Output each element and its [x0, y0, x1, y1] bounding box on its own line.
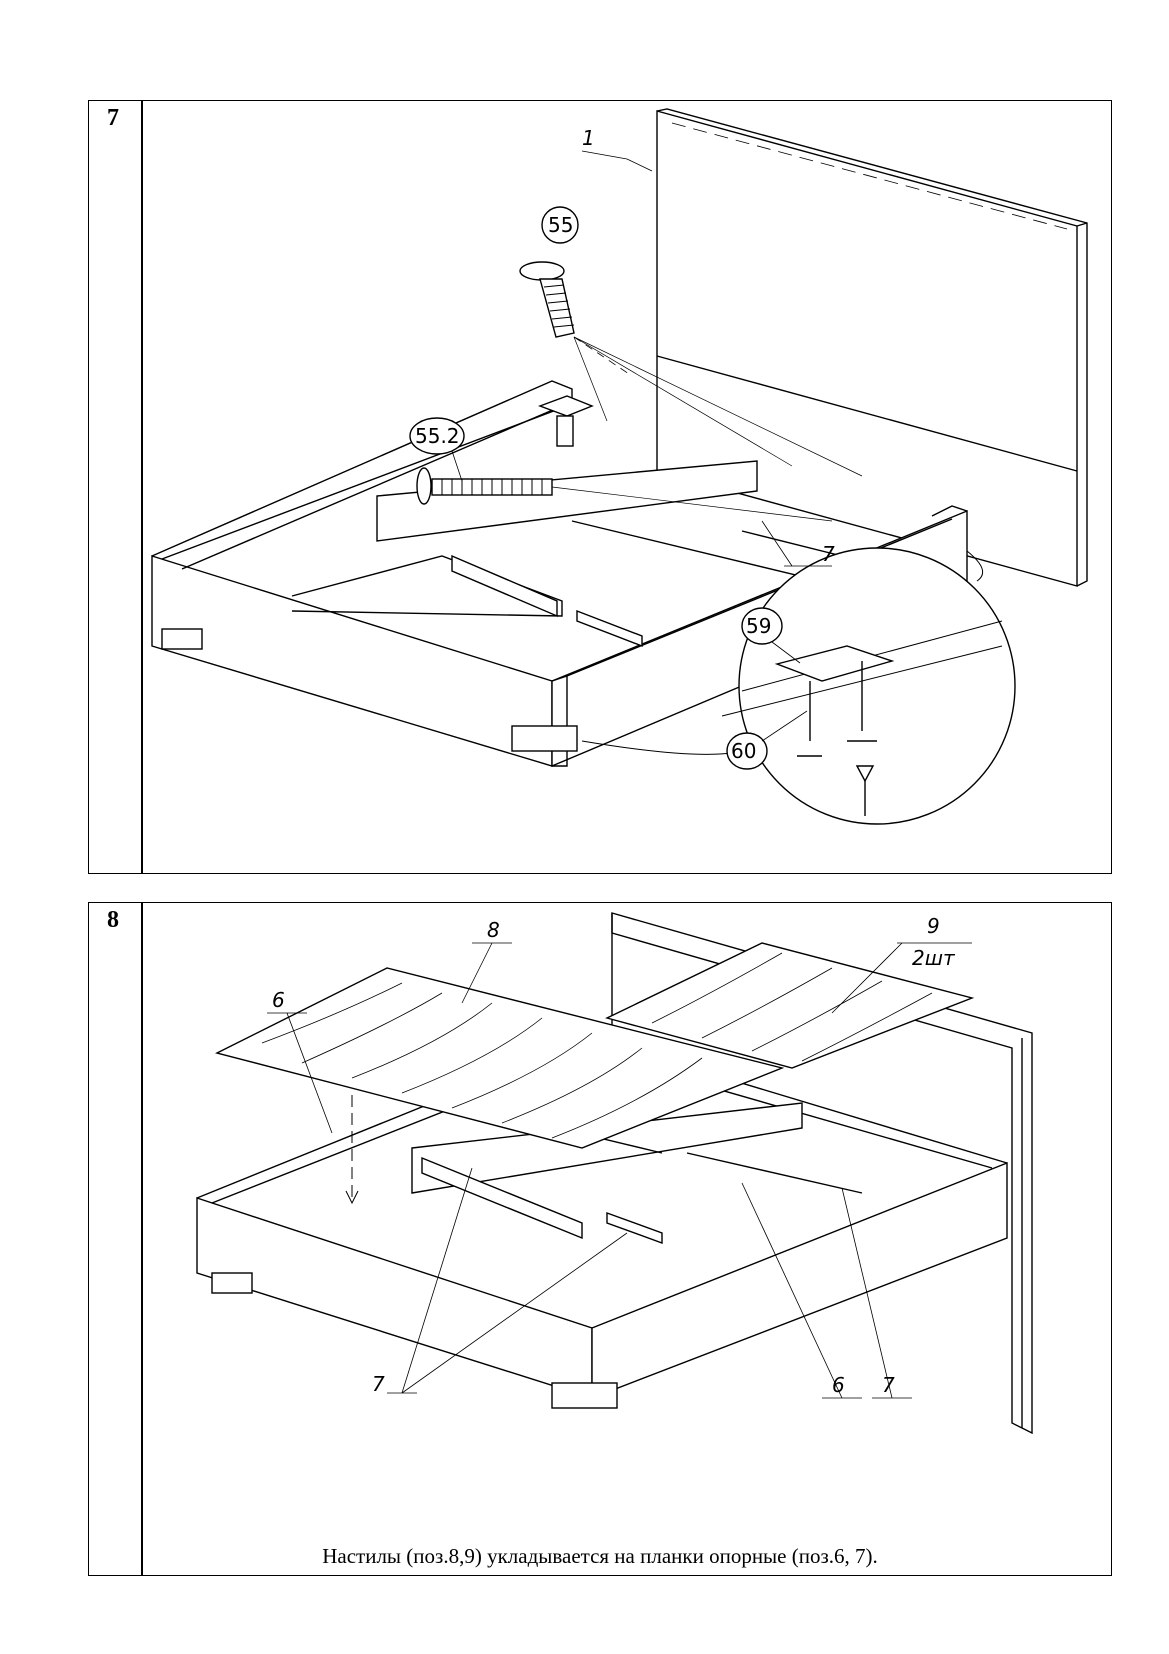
leader-lines	[267, 942, 972, 1399]
step-number: 8	[107, 907, 119, 933]
label-deck-9: 9	[927, 914, 940, 938]
detail-callout-drawing	[581, 547, 1016, 825]
deck-panel-9-drawing	[605, 942, 975, 1069]
label-screw-60: 60	[731, 739, 756, 763]
step-8-drawing: 8 9 2шт 6 7 6 7	[196, 912, 1033, 1435]
label-support-rail-7: 7	[822, 542, 835, 566]
label-headboard: 1	[582, 126, 595, 150]
step-number: 7	[107, 105, 119, 131]
label-deck-8: 8	[487, 918, 500, 942]
step-7-panel: 7	[88, 100, 1112, 874]
step-number-cell: 7	[89, 101, 143, 873]
label-rail-6-center: 6	[832, 1373, 845, 1397]
step-8-caption: Настилы (поз.8,9) укладывается на планки…	[322, 1544, 878, 1568]
label-rail-6-left: 6	[272, 988, 285, 1012]
corner-connector-drawing	[537, 395, 594, 447]
deck-panel-8-drawing	[215, 967, 785, 1149]
label-bolt-55-2: 55.2	[415, 424, 460, 448]
label-bracket-59: 59	[746, 614, 771, 638]
bolt-55-2-drawing	[416, 467, 833, 522]
label-circles	[409, 150, 832, 770]
step-7-drawing: 1 55 55.2 7 59 60	[151, 108, 1088, 825]
screw-55-drawing	[519, 261, 863, 477]
step-8-panel: 8	[88, 902, 1112, 1576]
label-rails-7-front: 7	[372, 1372, 385, 1396]
label-screw-55: 55	[548, 213, 573, 237]
label-deck-9-qty: 2шт	[912, 946, 956, 970]
step-number-cell: 8	[89, 903, 143, 1575]
label-rail-7-right: 7	[882, 1373, 895, 1397]
headboard-drawing	[656, 108, 1088, 587]
